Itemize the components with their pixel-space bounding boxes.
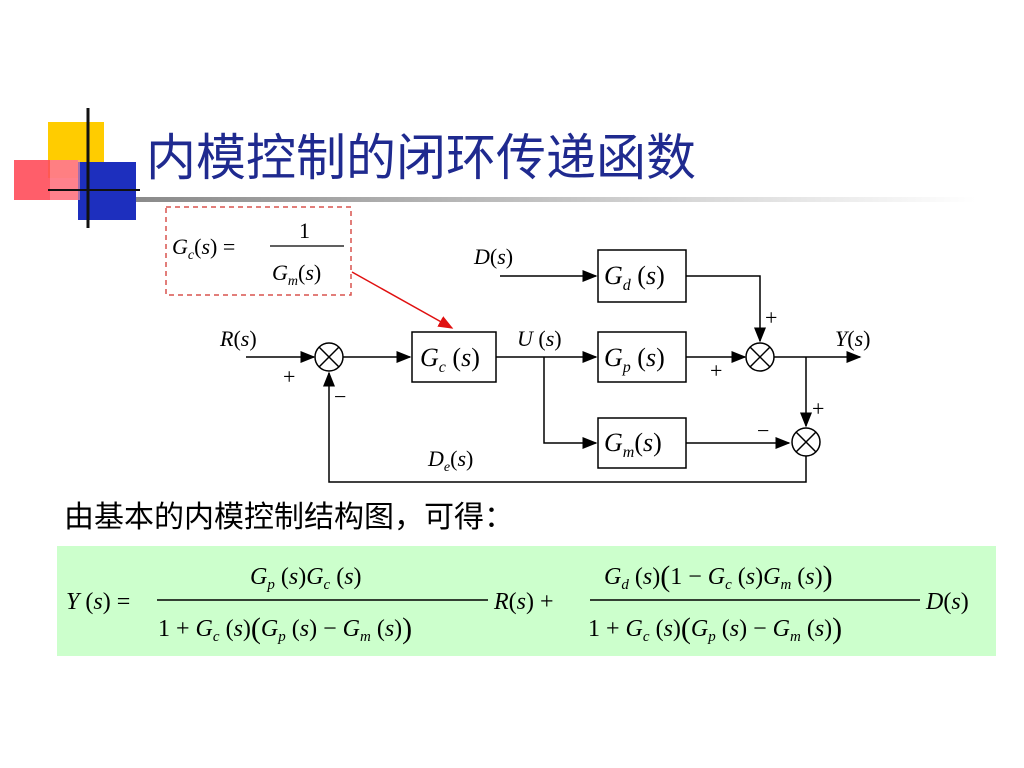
formula-box <box>57 546 996 656</box>
block-diagram <box>165 206 862 483</box>
summing-junction-3 <box>791 427 821 457</box>
title-underline <box>136 197 976 202</box>
svg-text:1 + Gc (s)(Gp (s) − Gm (s)): 1 + Gc (s)(Gp (s) − Gm (s)) <box>588 612 842 645</box>
svg-text:D(s): D(s) <box>473 244 513 269</box>
svg-text:Gd (s)(1 − Gc (s)Gm (s)): Gd (s)(1 − Gc (s)Gm (s)) <box>604 560 833 593</box>
sign-sum1-fb: − <box>334 384 346 409</box>
svg-text:Gp (s): Gp (s) <box>604 343 665 376</box>
svg-text:De(s): De(s) <box>427 446 473 475</box>
svg-text:Gc (s): Gc (s) <box>420 343 480 376</box>
svg-text:1: 1 <box>299 218 310 243</box>
callout-arrow <box>351 271 454 329</box>
svg-text:Gm(s): Gm(s) <box>272 260 321 289</box>
svg-text:R(s): R(s) <box>219 326 257 351</box>
svg-text:Gd (s): Gd (s) <box>604 261 665 294</box>
controller-note-box <box>165 206 352 296</box>
slide-title: 内模控制的闭环传递函数 <box>146 129 696 187</box>
svg-text:R(s) +: R(s) + <box>493 589 554 615</box>
sign-sum2-gp: + <box>710 358 722 383</box>
sign-sum1-r: + <box>283 364 295 389</box>
corner-decoration <box>14 108 140 228</box>
svg-text:Y(s): Y(s) <box>835 326 870 351</box>
sign-sum3-y: + <box>812 396 824 421</box>
svg-text:Gc(s) =: Gc(s) = <box>172 234 235 263</box>
svg-text:Gm(s): Gm(s) <box>604 428 662 461</box>
slide-caption: 由基本的内模控制结构图，可得： <box>64 500 514 535</box>
sign-sum2-gd: + <box>765 305 777 330</box>
diagram-labels: Gc(s) = 1 Gm(s) D(s) R(s) U (s) Y(s) De(… <box>172 218 870 475</box>
svg-text:D(s): D(s) <box>925 589 969 615</box>
svg-text:Gp (s)Gc (s): Gp (s)Gc (s) <box>250 564 362 593</box>
sign-sum3-gm: − <box>757 418 769 443</box>
summing-junction-1 <box>314 342 344 372</box>
summing-junction-2 <box>745 342 775 372</box>
closed-loop-formula: Y (s) = Gp (s)Gc (s) 1 + Gc (s)(Gp (s) −… <box>66 560 969 645</box>
svg-text:Y (s) =: Y (s) = <box>66 589 130 615</box>
svg-text:U (s): U (s) <box>517 326 562 351</box>
svg-text:1 + Gc (s)(Gp (s) − Gm (s)): 1 + Gc (s)(Gp (s) − Gm (s)) <box>158 612 412 645</box>
